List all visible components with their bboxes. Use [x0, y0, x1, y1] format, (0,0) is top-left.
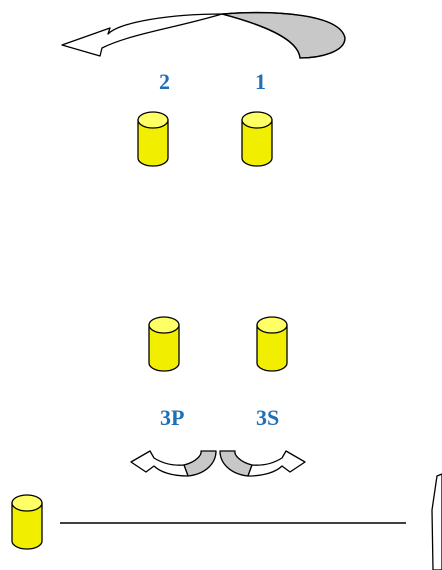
cylinder-1-icon	[241, 111, 273, 167]
top-curved-arrow-icon	[61, 12, 346, 59]
cylinder-body	[241, 119, 273, 167]
cylinder-2-icon	[137, 111, 169, 167]
right-edge-arrow-icon	[431, 473, 442, 570]
cylinder-top	[148, 316, 180, 334]
arrow-3p-tail-icon	[183, 450, 217, 477]
top-arrow-head-icon	[61, 13, 223, 57]
arrow-3s-head-icon	[247, 450, 306, 477]
cylinder-top	[241, 111, 273, 129]
arrow-3s-icon	[219, 450, 306, 477]
cylinder-top	[137, 111, 169, 129]
cylinder-top	[11, 494, 43, 512]
label-1: 1	[255, 69, 266, 94]
cylinder-body	[148, 324, 180, 372]
cylinder-bottom-left-icon	[11, 494, 43, 550]
cylinder-body	[11, 502, 43, 550]
label-3s: 3S	[256, 405, 279, 430]
arrow-3p-icon	[130, 450, 217, 477]
cylinder-body	[137, 119, 169, 167]
cylinder-3p-icon	[148, 316, 180, 372]
label-2: 2	[159, 69, 170, 94]
cylinder-body	[256, 324, 288, 372]
cylinder-3s-icon	[256, 316, 288, 372]
cylinder-top	[256, 316, 288, 334]
arrow-3p-head-icon	[130, 450, 189, 477]
label-3p: 3P	[160, 405, 184, 430]
arrow-3s-tail-icon	[219, 450, 253, 477]
